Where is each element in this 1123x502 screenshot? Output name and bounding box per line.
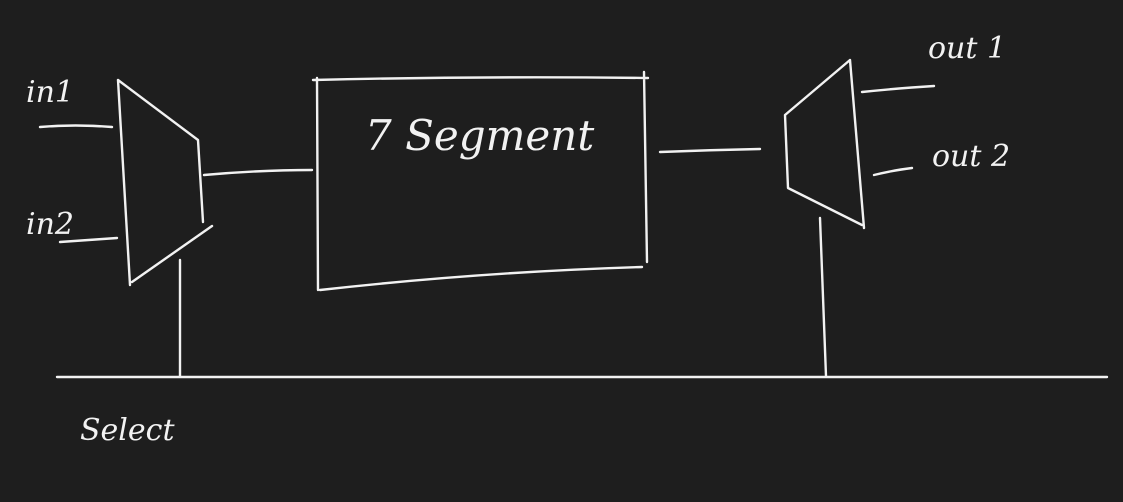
multiplexer-shape <box>116 78 214 287</box>
output-wire-1 <box>860 84 936 94</box>
select-line-demux <box>818 216 828 378</box>
input-label-2: in2 <box>26 207 74 242</box>
wire-block-to-demux <box>658 147 762 154</box>
output-label-1: out 1 <box>928 31 1006 66</box>
demultiplexer-shape <box>783 58 866 230</box>
input-wire-2 <box>58 236 119 244</box>
wire-mux-to-block <box>202 168 314 177</box>
select-label: Select <box>80 413 175 448</box>
input-label-1: in1 <box>26 75 74 110</box>
input-wire-1 <box>38 124 114 129</box>
output-wire-2 <box>872 166 914 177</box>
seven-segment-label: 7 Segment <box>365 111 594 160</box>
output-label-2: out 2 <box>932 139 1010 174</box>
seven-segment-block <box>311 70 650 292</box>
